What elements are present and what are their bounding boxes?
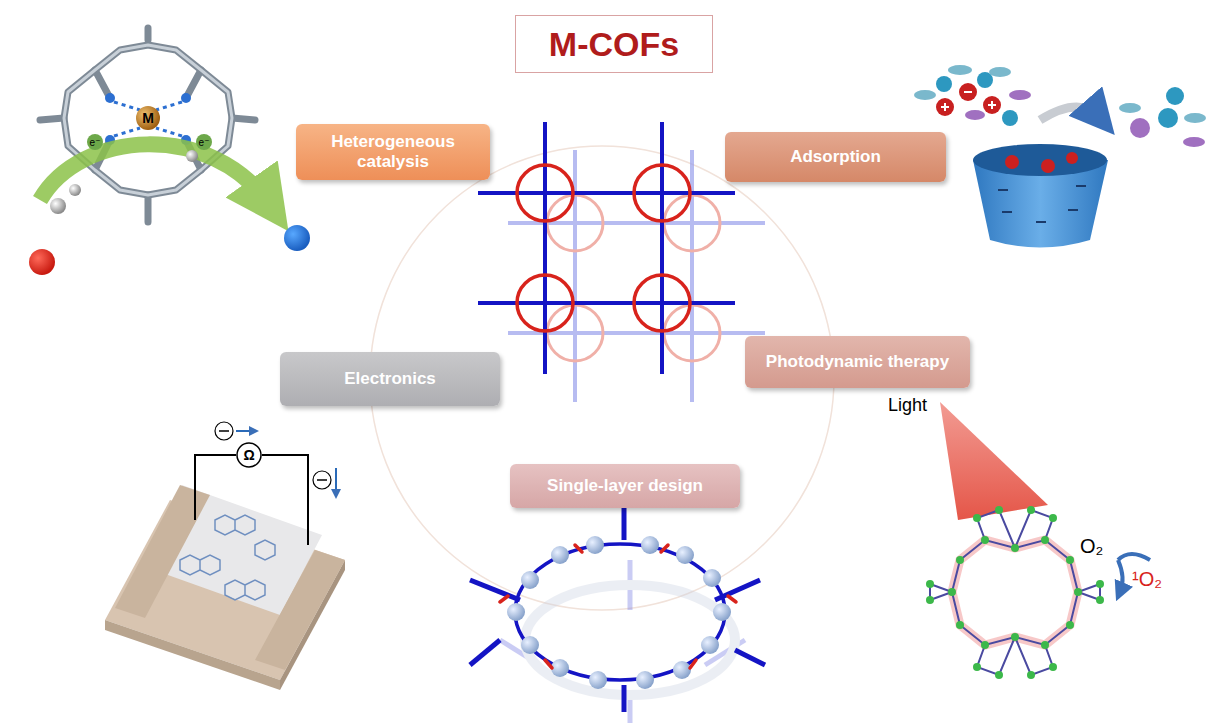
figure-label: e⁻ (90, 137, 101, 148)
box-label: Electronics (334, 365, 446, 393)
application-box: Electronics (280, 352, 500, 406)
box-label: Photodynamic therapy (756, 348, 959, 376)
box-label: Single-layer design (537, 472, 713, 500)
title-box: M-COFs (515, 15, 713, 73)
figure-label: Light (888, 395, 927, 416)
figure-label: Ω (243, 447, 254, 463)
figure-label: e⁻ (199, 137, 210, 148)
figure-label: M (142, 110, 154, 126)
figure-label: ¹O₂ (1132, 568, 1162, 591)
box-label: Heterogeneous catalysis (296, 128, 490, 177)
application-box: Adsorption (725, 132, 946, 182)
application-box: Single-layer design (510, 464, 740, 508)
figure-label: O₂ (1080, 535, 1103, 558)
diagram-title: M-COFs (549, 25, 679, 64)
application-box: Photodynamic therapy (745, 336, 970, 388)
application-box: Heterogeneous catalysis (296, 124, 490, 180)
box-label: Adsorption (780, 143, 891, 171)
